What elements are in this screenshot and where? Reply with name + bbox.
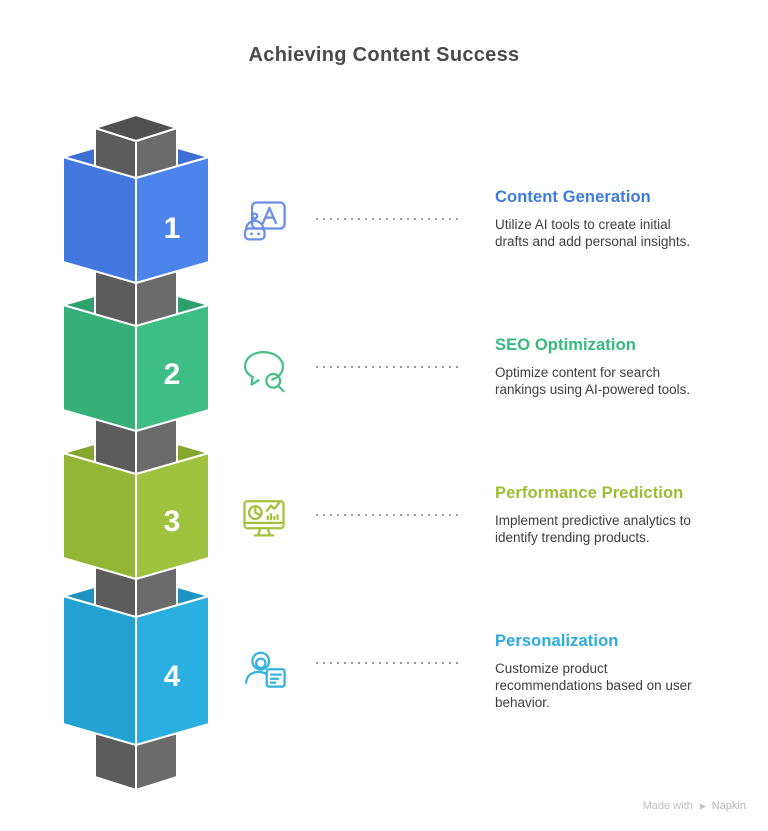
dotted-leader bbox=[316, 514, 458, 516]
user-document-icon bbox=[238, 640, 290, 692]
step1-description: Utilize AI tools to create initial draft… bbox=[495, 217, 691, 249]
step3-description: Implement predictive analytics to identi… bbox=[495, 513, 691, 545]
box1-left-face bbox=[62, 156, 137, 284]
box3-number: 3 bbox=[164, 505, 181, 538]
step2-description: Optimize content for search rankings usi… bbox=[495, 365, 691, 397]
watermark-brand: Napkin bbox=[711, 800, 746, 812]
step2-text: SEO Optimization Optimize content for se… bbox=[495, 336, 727, 398]
box1-number: 1 bbox=[164, 212, 181, 245]
box4-number: 4 bbox=[164, 660, 181, 693]
napkin-logo-icon bbox=[698, 802, 706, 810]
dotted-leader bbox=[316, 366, 458, 368]
step2-heading: SEO Optimization bbox=[495, 336, 636, 354]
dotted-leader bbox=[316, 662, 458, 664]
step4-description: Customize product recommendations based … bbox=[495, 661, 692, 710]
robot-ai-board-icon bbox=[238, 196, 290, 248]
box2-left-face bbox=[62, 304, 137, 432]
dotted-leader bbox=[316, 218, 458, 220]
made-with-napkin-watermark: Made with Napkin bbox=[643, 800, 746, 812]
step4-text: Personalization Customize product recomm… bbox=[495, 632, 727, 711]
step4-heading: Personalization bbox=[495, 632, 619, 650]
watermark-prefix: Made with bbox=[642, 800, 693, 812]
speech-bubble-search-icon bbox=[238, 344, 290, 396]
page-title: Achieving Content Success bbox=[248, 44, 520, 66]
box4-right-face bbox=[135, 595, 210, 746]
step3-heading: Performance Prediction bbox=[495, 484, 684, 502]
box2-right-face bbox=[135, 304, 210, 432]
box3-right-face bbox=[135, 452, 210, 580]
box2-number: 2 bbox=[164, 358, 181, 391]
step1-text: Content Generation Utilize AI tools to c… bbox=[495, 188, 727, 250]
box3-left-face bbox=[62, 452, 137, 580]
box4-left-face bbox=[62, 595, 137, 746]
analytics-monitor-icon bbox=[238, 492, 290, 544]
step1-heading: Content Generation bbox=[495, 188, 651, 206]
step3-text: Performance Prediction Implement predict… bbox=[495, 484, 727, 546]
box1-right-face bbox=[135, 156, 210, 284]
pillar-top-face bbox=[94, 114, 178, 142]
